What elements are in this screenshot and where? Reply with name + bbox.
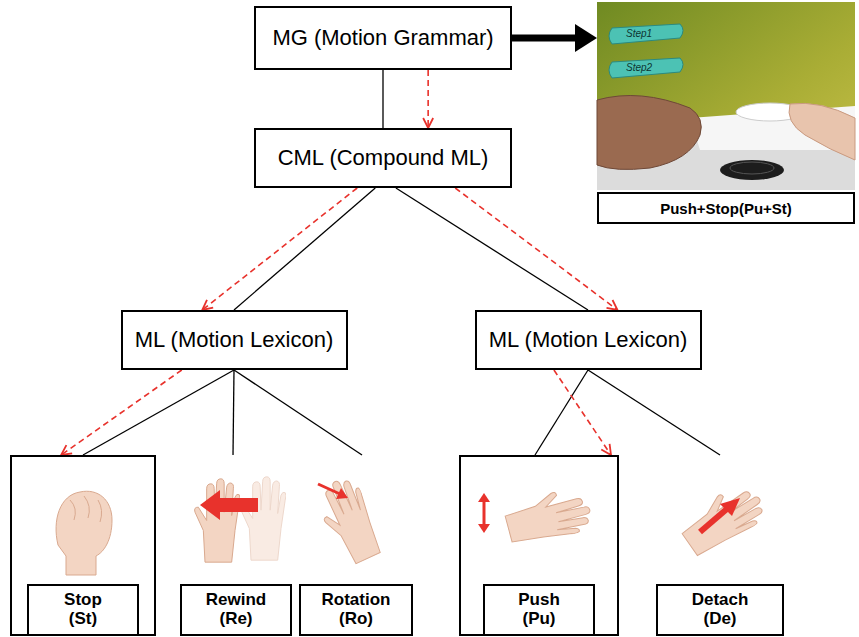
connector [455,188,617,310]
gesture-label-box: Push (Pu) [483,584,595,636]
connector-line [427,70,429,128]
process-box: MG (Motion Grammar) [254,6,512,70]
connector-line [83,370,234,455]
gesture-name: Stop (St) [43,591,123,628]
connector [535,370,588,455]
gesture-card: Rewind (Re) [176,455,296,636]
connector-line [61,370,182,455]
rewind-hand-icon [195,477,286,562]
connector [233,370,234,455]
connector-line [535,370,588,455]
connector [423,70,433,128]
connector [234,188,375,310]
box-label: ML (Motion Lexicon) [135,327,333,353]
connector [554,370,611,455]
box-label: MG (Motion Grammar) [272,25,493,51]
arrowhead [607,300,618,310]
process-box: CML (Compound ML) [254,128,512,188]
gesture-name: Push (Pu) [499,591,579,628]
connector-line [588,370,720,455]
connector-line [396,188,588,310]
caption-text: Push+Stop(Pu+St) [660,200,792,217]
connector-line [234,370,362,455]
gesture-label-box: Detach (De) [656,584,784,636]
push-hand-icon [478,484,595,549]
button-label: Step1 [626,28,652,39]
detach-hand-icon [676,477,770,562]
connector-line [455,188,617,310]
connector [396,188,588,310]
connector [383,70,384,128]
connector [588,370,720,455]
gesture-name: Rotation (Ro) [316,591,396,628]
gesture-card: Rotation (Ro) [296,455,416,636]
button-label: Step2 [626,62,652,73]
gesture-label-box: Rewind (Re) [180,584,292,636]
gesture-card: Detach (De) [640,455,800,636]
connector-line [382,70,383,128]
connector [61,370,182,455]
arrowhead [423,118,433,128]
connector-line [554,370,611,455]
connector [234,370,362,455]
connector-line [234,188,375,310]
stop-fist-icon [56,491,112,575]
vr-screenshot [597,2,855,190]
box-label: ML (Motion Lexicon) [489,327,687,353]
connector [202,188,357,310]
connector-line [202,188,357,310]
process-box: ML (Motion Lexicon) [475,310,702,370]
connector-line [233,370,234,455]
gesture-name: Rewind (Re) [196,591,276,628]
rotation-hand-icon [311,473,387,568]
connector-line [512,35,575,42]
gesture-card: Stop (St) [10,455,156,636]
arrowhead [601,444,611,455]
arrowhead [575,24,597,52]
gesture-card: Push (Pu) [459,455,619,636]
connector [83,370,234,455]
caption-box: Push+Stop(Pu+St) [597,192,855,224]
gesture-label-box: Stop (St) [27,584,139,636]
gesture-label-box: Rotation (Ro) [299,584,413,636]
connector [512,24,597,52]
process-box: ML (Motion Lexicon) [121,310,348,370]
arrowhead [61,445,72,455]
box-label: CML (Compound ML) [278,145,489,171]
arrowhead [202,300,213,310]
gesture-name: Detach (De) [680,591,760,628]
